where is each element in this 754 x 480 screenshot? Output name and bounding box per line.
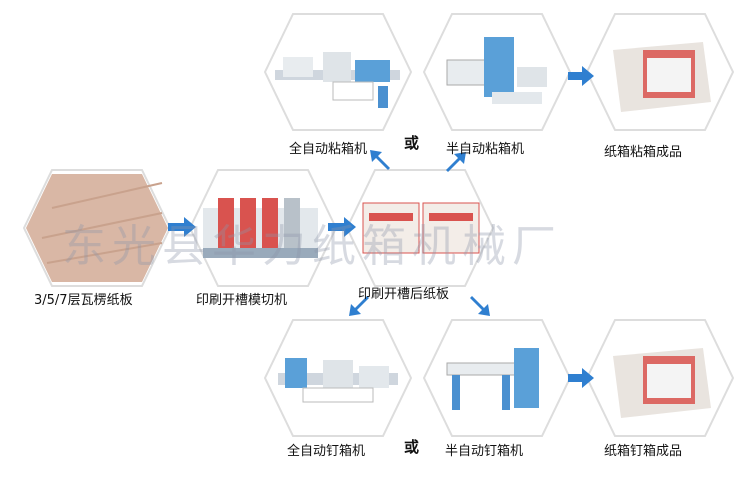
label-full-auto-gluer: 全自动粘箱机 (289, 142, 368, 157)
printer-slotter-image (188, 168, 338, 288)
full-auto-stitcher-image (263, 318, 413, 438)
arrow-printer-to-board (328, 217, 356, 237)
printed-board-image (345, 168, 495, 288)
glued-box-image (585, 12, 735, 132)
stitched-box-image (585, 318, 735, 438)
full-auto-gluer-image (263, 12, 413, 132)
label-semi-auto-stitcher: 半自动钉箱机 (445, 444, 524, 459)
corrugated-board-image (22, 168, 172, 288)
label-or-top: 或 (404, 134, 420, 152)
label-printer-slotter: 印刷开槽模切机 (196, 293, 288, 308)
label-or-bottom: 或 (404, 438, 420, 456)
semi-auto-gluer-image (422, 12, 572, 132)
label-printed-board: 印刷开槽后纸板 (358, 287, 450, 302)
arrow-up-right (446, 152, 466, 172)
watermark-text: 东光县华力纸箱机械厂 (62, 221, 562, 272)
arrow-down-left (349, 296, 369, 316)
semi-auto-stitcher-image (422, 318, 572, 438)
label-corrugated-board: 3/5/7层瓦楞纸板 (34, 293, 133, 308)
label-stitched-box: 纸箱钉箱成品 (604, 444, 683, 459)
arrow-down-right (470, 296, 490, 316)
label-semi-auto-gluer: 半自动粘箱机 (446, 142, 525, 157)
label-full-auto-stitcher: 全自动钉箱机 (287, 444, 366, 459)
arrow-gluer-to-box-top (568, 66, 594, 86)
arrow-stitcher-to-box-bottom (568, 368, 594, 388)
label-glued-box: 纸箱粘箱成品 (604, 145, 683, 160)
arrow-board-to-printer (168, 217, 196, 237)
arrow-up-left (370, 150, 390, 170)
